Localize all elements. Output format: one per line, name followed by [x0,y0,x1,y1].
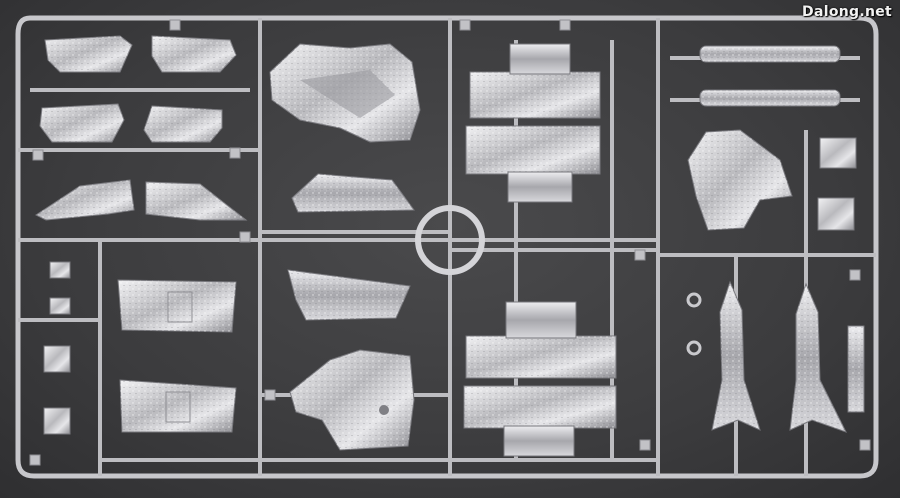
part-top-left-4 [143,105,223,143]
sprue-ring [415,205,485,275]
part-fin-2 [789,282,848,433]
part-top-left-3 [39,103,125,143]
sprue-frame [15,15,879,479]
part-fin-1 [711,280,761,431]
part-cockpit-lower [289,349,415,451]
part-small-squares [43,137,857,435]
gate-tabs [29,19,871,466]
part-blade-bottom [287,269,411,321]
part-block-lower-1 [465,301,617,379]
part-blade-top [291,173,415,213]
part-top-left-1 [44,35,133,73]
part-nose [687,129,793,231]
part-block-upper-2 [465,125,601,203]
part-top-left-2 [151,35,237,73]
part-right-strip [847,325,865,413]
part-rod-1 [699,45,841,63]
part-small-rings [686,292,702,356]
part-rod-2 [699,89,841,107]
part-block-lower-2 [463,385,617,457]
part-wing-left [35,179,135,221]
site-watermark: Dalong.net [802,4,892,20]
part-cockpit-canopy [269,43,421,143]
part-panel-2 [119,379,237,433]
part-wing-right [145,181,248,221]
part-panel-1 [117,279,237,333]
part-block-upper-1 [469,43,601,119]
